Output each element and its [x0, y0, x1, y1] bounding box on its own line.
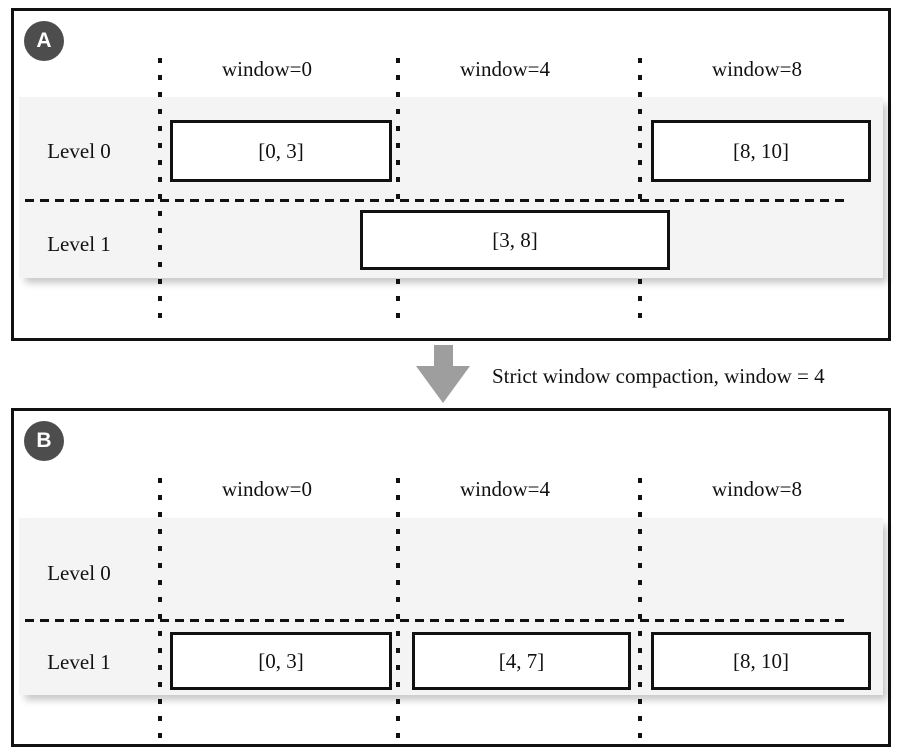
down-arrow-shaft	[434, 345, 453, 367]
panel-b: B window=0 window=4 window=8 Level 0 Lev…	[11, 408, 891, 747]
panel-b-sstable-box-0-3: [0, 3]	[170, 632, 392, 690]
panel-b-column-header-window-4: window=4	[459, 477, 550, 501]
panel-b-column-header-window-0: window=0	[221, 477, 312, 501]
panel-a-row-label-level-1: Level 1	[47, 232, 111, 256]
down-arrow-head	[416, 366, 470, 403]
panel-a-sstable-box-8-10: [8, 10]	[651, 120, 871, 182]
panel-b-sstable-box-4-7: [4, 7]	[412, 632, 631, 690]
panel-b-window-divider-0	[158, 478, 162, 744]
panel-b-window-divider-1	[396, 478, 400, 744]
panel-b-window-divider-2	[638, 478, 642, 744]
panel-b-row-label-level-1: Level 1	[47, 650, 111, 674]
panel-a-window-divider-0	[158, 58, 162, 328]
transition-label: Strict window compaction, window = 4	[492, 364, 825, 388]
transition-row: Strict window compaction, window = 4	[0, 340, 906, 408]
panel-a-column-header-window-0: window=0	[221, 57, 312, 81]
panel-b-badge: B	[24, 421, 64, 461]
panel-a-window-divider-1	[396, 58, 400, 328]
panel-a-sstable-box-3-8: [3, 8]	[360, 210, 670, 270]
panel-b-row-label-level-0: Level 0	[47, 561, 111, 585]
panel-b-column-header-window-8: window=8	[711, 477, 802, 501]
panel-a-badge: A	[24, 21, 64, 61]
panel-a-sstable-box-0-3: [0, 3]	[170, 120, 392, 182]
panel-a-window-divider-2	[638, 58, 642, 328]
panel-b-level-divider	[25, 619, 848, 622]
panel-a: A window=0 window=4 window=8 Level 0 Lev…	[11, 8, 891, 341]
panel-a-column-header-window-8: window=8	[711, 57, 802, 81]
panel-a-column-header-window-4: window=4	[459, 57, 550, 81]
panel-a-level-divider	[25, 199, 848, 202]
panel-a-row-label-level-0: Level 0	[47, 139, 111, 163]
panel-b-sstable-box-8-10: [8, 10]	[651, 632, 871, 690]
